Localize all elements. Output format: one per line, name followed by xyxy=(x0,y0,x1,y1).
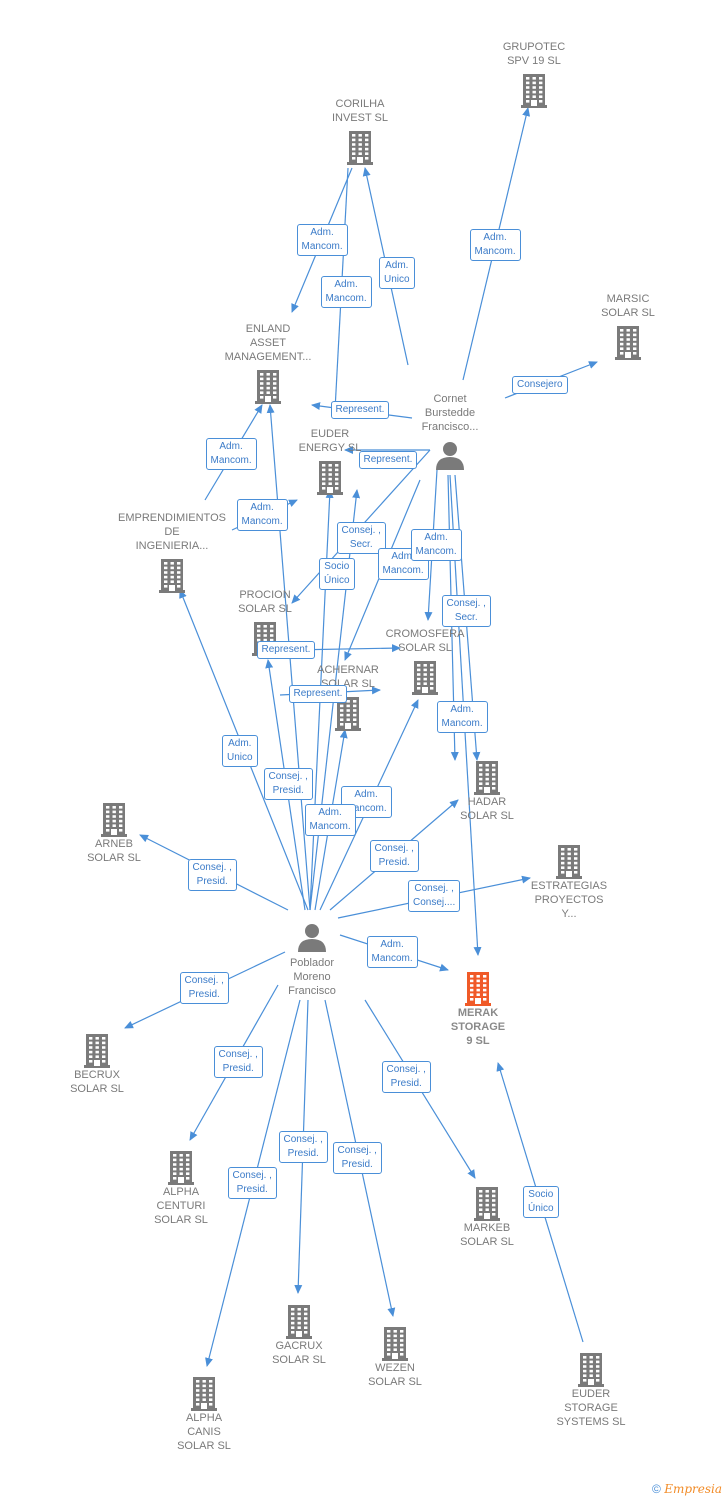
building-icon xyxy=(556,845,582,884)
edge-label-21[interactable]: Consej. , Presid. xyxy=(369,840,419,872)
node-label: ALPHA CENTURI SOLAR SL xyxy=(154,1186,208,1226)
edge-label-0[interactable]: Adm. Mancom. xyxy=(296,224,348,256)
node-label: Cornet Burstedde Francisco... xyxy=(421,393,479,433)
node-label: EUDER STORAGE SYSTEMS SL xyxy=(556,1388,626,1428)
building-icon xyxy=(317,461,343,500)
node-label: EUDER ENERGY SL xyxy=(298,428,362,454)
building-icon xyxy=(255,370,281,409)
person-icon xyxy=(297,922,327,957)
node-label: GRUPOTEC SPV 19 SL xyxy=(502,41,566,67)
edge-label-29[interactable]: Consej. , Presid. xyxy=(332,1142,382,1174)
edge-label-20[interactable]: Adm. Mancom. xyxy=(304,804,356,836)
copyright-symbol: © xyxy=(652,1482,661,1496)
node-label: ENLAND ASSET MANAGEMENT... xyxy=(224,323,312,363)
footer-brand[interactable]: © Empresia xyxy=(652,1482,722,1496)
node-label: MARKEB SOLAR SL xyxy=(460,1222,514,1248)
edge-label-5[interactable]: Represent. xyxy=(330,401,390,419)
node-label: CORILHA INVEST SL xyxy=(331,98,389,124)
building-icon xyxy=(168,1151,194,1190)
building-icon xyxy=(474,761,500,800)
node-label: GACRUX SOLAR SL xyxy=(272,1340,326,1366)
edge-label-13[interactable]: Consej. , Secr. xyxy=(441,595,491,627)
edge-label-28[interactable]: Consej. , Presid. xyxy=(278,1131,328,1163)
edge-label-1[interactable]: Adm. Mancom. xyxy=(320,276,372,308)
building-icon xyxy=(286,1305,312,1344)
building-icon xyxy=(465,972,491,1011)
node-label: MARSIC SOLAR SL xyxy=(601,293,655,319)
building-icon xyxy=(347,131,373,170)
edge-label-22[interactable]: Consej. , Presid. xyxy=(187,859,237,891)
building-icon xyxy=(578,1353,604,1392)
brand-name: Empresia xyxy=(664,1482,722,1496)
building-icon xyxy=(615,326,641,365)
edge-label-23[interactable]: Consej. , Consej.... xyxy=(408,880,461,912)
edge-label-10[interactable]: Adm. Mancom. xyxy=(377,548,429,580)
edge-label-2[interactable]: Adm. Unico xyxy=(379,257,415,289)
edge-label-16[interactable]: Adm. Mancom. xyxy=(436,701,488,733)
node-label: MERAK STORAGE 9 SL xyxy=(450,1007,506,1047)
edge-label-25[interactable]: Consej. , Presid. xyxy=(179,972,229,1004)
node-label: PROCION SOLAR SL xyxy=(238,589,292,615)
edge-label-26[interactable]: Consej. , Presid. xyxy=(213,1046,263,1078)
edge-label-24[interactable]: Adm. Mancom. xyxy=(366,936,418,968)
node-label: ALPHA CANIS SOLAR SL xyxy=(177,1412,231,1452)
edge-label-4[interactable]: Consejero xyxy=(512,376,568,394)
edge-label-30[interactable]: Consej. , Presid. xyxy=(227,1167,277,1199)
edge-label-6[interactable]: Represent. xyxy=(358,451,418,469)
edge-label-3[interactable]: Adm. Mancom. xyxy=(469,229,521,261)
building-icon xyxy=(335,697,361,736)
node-label: HADAR SOLAR SL xyxy=(460,796,514,822)
edge-label-7[interactable]: Adm. Mancom. xyxy=(205,438,257,470)
edge-label-18[interactable]: Consej. , Presid. xyxy=(263,768,313,800)
edge-label-17[interactable]: Adm. Unico xyxy=(222,735,258,767)
node-label: ARNEB SOLAR SL xyxy=(87,838,141,864)
node-label: ESTRATEGIAS PROYECTOS Y... xyxy=(530,880,608,920)
building-icon xyxy=(159,559,185,598)
building-icon xyxy=(474,1187,500,1226)
node-label: EMPRENDIMIENTOS DE INGENIERIA... xyxy=(118,512,226,552)
node-label: ACHERNAR SOLAR SL xyxy=(317,664,379,690)
building-icon xyxy=(412,661,438,700)
edge-label-15[interactable]: Represent. xyxy=(288,685,348,703)
edge-label-12[interactable]: Socio Único xyxy=(319,558,355,590)
edge-label-11[interactable]: Adm. Mancom. xyxy=(410,529,462,561)
building-icon xyxy=(191,1377,217,1416)
building-icon xyxy=(521,74,547,113)
edge-label-8[interactable]: Adm. Mancom. xyxy=(236,499,288,531)
edge-label-14[interactable]: Represent. xyxy=(256,641,316,659)
edge-label-31[interactable]: Socio Único xyxy=(523,1186,559,1218)
node-label: CROMOSFERA SOLAR SL xyxy=(385,628,465,654)
node-label: WEZEN SOLAR SL xyxy=(368,1362,422,1388)
building-icon xyxy=(382,1327,408,1366)
person-icon xyxy=(435,440,465,475)
node-label: Poblador Moreno Francisco xyxy=(288,957,336,997)
node-label: BECRUX SOLAR SL xyxy=(70,1069,124,1095)
building-icon xyxy=(84,1034,110,1073)
edge-label-27[interactable]: Consej. , Presid. xyxy=(381,1061,431,1093)
building-icon xyxy=(101,803,127,842)
